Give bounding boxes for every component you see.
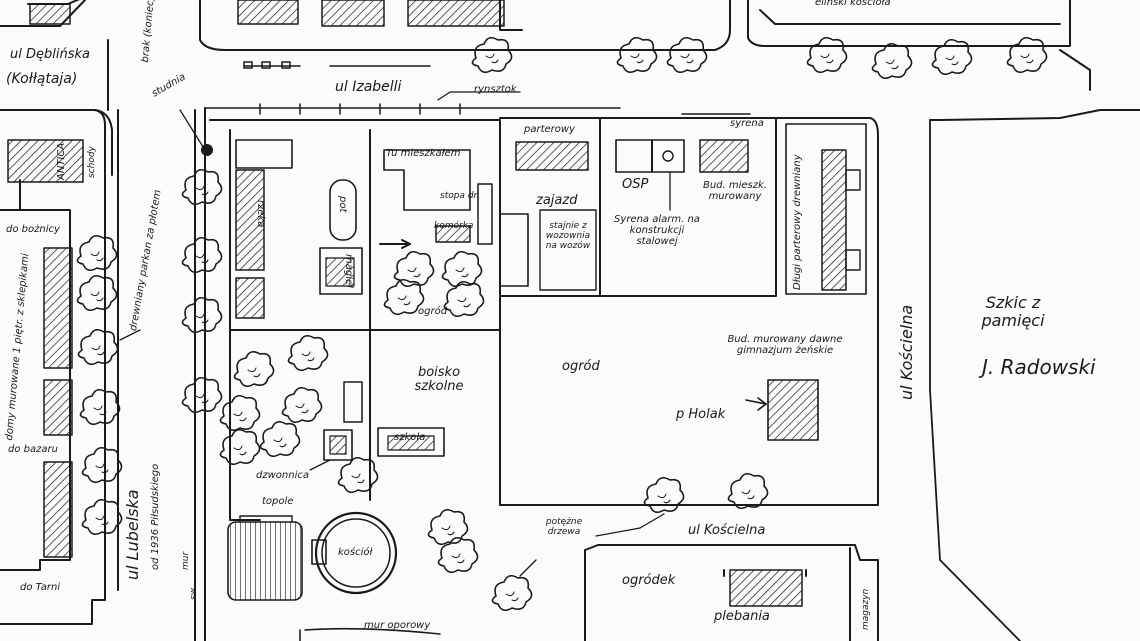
street-edge-right	[1059, 49, 1091, 91]
label-ogrod-small: ogród	[418, 306, 448, 317]
label-syrena-alarm: Syrena alarm. na konstrukcji stalowej	[614, 214, 700, 247]
trees-left	[76, 234, 123, 536]
label-parterowy: parterowy	[524, 124, 575, 135]
label-rzeka: rzeka	[255, 200, 266, 228]
label-ogrodek: ogródek	[622, 573, 676, 588]
label-boisko: boisko szkolne	[414, 365, 464, 395]
label-gimnazjum: Bud. murowany dawne gimnazjum żeńskie	[727, 334, 843, 356]
label-plebania: plebania	[714, 609, 770, 624]
gymnasium-building	[767, 379, 819, 441]
label-mur: mur	[181, 551, 191, 570]
label-do-tarn: do Tarni	[20, 582, 61, 593]
label-ul-koscielna-2: ul Kościelna	[688, 523, 766, 538]
label-dzwonnica: dzwonnica	[256, 470, 309, 481]
osp-block	[599, 117, 777, 211]
building-topleft	[0, 0, 86, 27]
label-do-bazaru: do bazaru	[8, 444, 58, 455]
label-p-holak: p Holak	[676, 407, 726, 422]
label-zajazd: zajazd	[536, 193, 578, 208]
top-buildings	[199, 0, 1071, 51]
label-ul-deblinska: ul Dęblińska	[10, 47, 90, 62]
right-lot-edge	[929, 109, 1140, 121]
label-bud-mieszk: Bud. mieszk. murowany	[702, 180, 767, 202]
label-dlugi-parterowy: Długi parterowy drewniany	[792, 154, 803, 290]
label-ul-izabelli: ul Izabelli	[335, 79, 402, 95]
label-syrena: syrena	[730, 118, 764, 129]
label-ul-lubelska: ul Lubelska	[123, 489, 142, 580]
label-stajnie: stajnie z wozownia na wozów	[545, 221, 591, 251]
izabelli-fence	[204, 61, 751, 115]
label-do-boznicy: do bożnicy	[6, 224, 60, 235]
courtyard	[229, 329, 445, 521]
label-ul-koscielna: ul Kościelna	[897, 304, 916, 400]
label-kollataja: (Kołłątaja)	[6, 71, 78, 87]
label-magazyn: magazyn	[861, 588, 871, 630]
label-mur-oporowy: mur oporowy	[364, 620, 431, 631]
label-elinski: elinski kościoła	[815, 0, 891, 8]
label-autor: J. Radowski	[982, 355, 1096, 379]
well-marker	[201, 144, 213, 156]
label-magiel: magiel	[343, 254, 354, 288]
label-antica: ANTICA	[56, 142, 67, 180]
label-tu-mieszkalem: Tu mieszkałem	[386, 148, 461, 159]
label-stopa-dr: stopa dr.	[440, 191, 480, 201]
label-schody: schody	[87, 146, 97, 178]
label-szkola: szkoła	[394, 432, 426, 443]
label-rynsztok: rynsztok	[474, 84, 517, 95]
label-topole: topole	[262, 496, 294, 507]
trees-top	[471, 36, 1048, 80]
label-pot: pot	[337, 196, 348, 213]
label-od-1936: od 1936 Piłsudskiego	[150, 463, 161, 570]
main-block	[209, 119, 501, 331]
label-sw: sw	[189, 587, 199, 600]
plebania-block	[584, 544, 879, 641]
label-szkic: Szkic z pamięci	[981, 293, 1045, 330]
label-osp: OSP	[622, 177, 649, 192]
retaining-wall	[299, 627, 441, 641]
church-drawing	[227, 511, 398, 601]
long-building	[499, 117, 879, 506]
label-ogrod-big: ogród	[562, 359, 600, 374]
pointer-lines	[119, 91, 665, 577]
label-potezne-drzewa: potężne drzewa	[545, 517, 583, 537]
label-komorka: komórka	[434, 221, 474, 231]
left-building-block	[0, 109, 106, 625]
label-kosciol: kościół	[338, 547, 373, 558]
